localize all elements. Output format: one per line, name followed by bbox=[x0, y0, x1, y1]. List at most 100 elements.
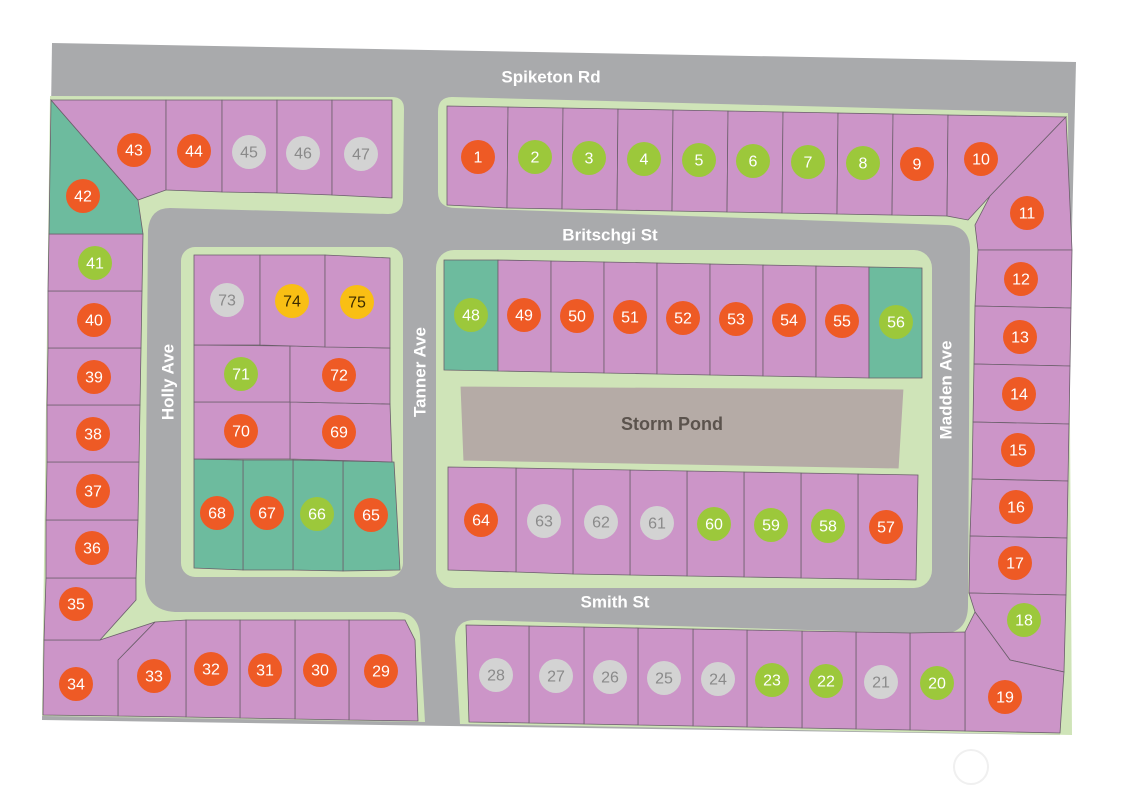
lot-42-marker[interactable]: 42 bbox=[66, 179, 100, 213]
lot-29-number: 29 bbox=[372, 664, 390, 681]
lot-47-marker[interactable]: 47 bbox=[344, 137, 378, 171]
lot-54-marker[interactable]: 54 bbox=[772, 303, 806, 337]
lot-59-number: 59 bbox=[762, 518, 780, 535]
lot-16-marker[interactable]: 16 bbox=[999, 490, 1033, 524]
lot-71-status-dot bbox=[224, 357, 258, 391]
lot-45-marker[interactable]: 45 bbox=[232, 135, 266, 169]
lot-52-number: 52 bbox=[674, 311, 692, 328]
lot-19-marker[interactable]: 19 bbox=[988, 680, 1022, 714]
lot-61-number: 61 bbox=[648, 516, 666, 533]
lot-5-marker[interactable]: 5 bbox=[682, 143, 716, 177]
lot-33-marker[interactable]: 33 bbox=[137, 659, 171, 693]
lot-8-number: 8 bbox=[859, 156, 868, 173]
lot-39-marker[interactable]: 39 bbox=[77, 360, 111, 394]
lot-22-marker[interactable]: 22 bbox=[809, 664, 843, 698]
lot-50-marker[interactable]: 50 bbox=[560, 299, 594, 333]
lot-53-marker[interactable]: 53 bbox=[719, 302, 753, 336]
lot-48-marker[interactable]: 48 bbox=[454, 298, 488, 332]
lot-6-status-dot bbox=[736, 144, 770, 178]
lot-57-marker[interactable]: 57 bbox=[869, 510, 903, 544]
lot-37-marker[interactable]: 37 bbox=[76, 474, 110, 508]
lot-75-marker[interactable]: 75 bbox=[340, 285, 374, 319]
lot-65-marker[interactable]: 65 bbox=[354, 498, 388, 532]
lot-41-marker[interactable]: 41 bbox=[78, 246, 112, 280]
lot-69-marker[interactable]: 69 bbox=[322, 415, 356, 449]
lot-3-marker[interactable]: 3 bbox=[572, 141, 606, 175]
lot-46-marker[interactable]: 46 bbox=[286, 136, 320, 170]
lot-46-status-dot bbox=[286, 136, 320, 170]
lot-38-marker[interactable]: 38 bbox=[76, 417, 110, 451]
lot-72-marker[interactable]: 72 bbox=[322, 358, 356, 392]
lot-58-marker[interactable]: 58 bbox=[811, 509, 845, 543]
lot-21-marker[interactable]: 21 bbox=[864, 665, 898, 699]
lot-56-marker[interactable]: 56 bbox=[879, 305, 913, 339]
lot-10-status-dot bbox=[964, 142, 998, 176]
lot-34-marker[interactable]: 34 bbox=[59, 667, 93, 701]
lot-32-marker[interactable]: 32 bbox=[194, 652, 228, 686]
lot-49-status-dot bbox=[507, 298, 541, 332]
lot-12-marker[interactable]: 12 bbox=[1004, 262, 1038, 296]
lot-30-marker[interactable]: 30 bbox=[303, 653, 337, 687]
lot-3-status-dot bbox=[572, 141, 606, 175]
lot-26-marker[interactable]: 26 bbox=[593, 660, 627, 694]
lot-28-marker[interactable]: 28 bbox=[479, 658, 513, 692]
lot-10-marker[interactable]: 10 bbox=[964, 142, 998, 176]
lot-55-marker[interactable]: 55 bbox=[825, 304, 859, 338]
lot-43-marker[interactable]: 43 bbox=[117, 133, 151, 167]
lot-49-marker[interactable]: 49 bbox=[507, 298, 541, 332]
lot-25-marker[interactable]: 25 bbox=[647, 661, 681, 695]
lot-70-marker[interactable]: 70 bbox=[224, 414, 258, 448]
lot-11-marker[interactable]: 11 bbox=[1010, 196, 1044, 230]
lot-9-marker[interactable]: 9 bbox=[900, 147, 934, 181]
lot-10-parcel[interactable] bbox=[946, 114, 1067, 221]
lot-74-marker[interactable]: 74 bbox=[275, 284, 309, 318]
lot-40-marker[interactable]: 40 bbox=[77, 303, 111, 337]
lot-64-marker[interactable]: 64 bbox=[464, 503, 498, 537]
lot-36-marker[interactable]: 36 bbox=[75, 531, 109, 565]
lot-7-marker[interactable]: 7 bbox=[791, 145, 825, 179]
lot-71-marker[interactable]: 71 bbox=[224, 357, 258, 391]
lot-31-marker[interactable]: 31 bbox=[248, 653, 282, 687]
lot-18-marker[interactable]: 18 bbox=[1007, 603, 1041, 637]
lot-35-marker[interactable]: 35 bbox=[59, 587, 93, 621]
lot-23-marker[interactable]: 23 bbox=[755, 663, 789, 697]
lot-13-number: 13 bbox=[1011, 330, 1029, 347]
lot-13-marker[interactable]: 13 bbox=[1003, 320, 1037, 354]
lot-30-status-dot bbox=[303, 653, 337, 687]
lot-66-status-dot bbox=[300, 497, 334, 531]
lot-60-number: 60 bbox=[705, 517, 723, 534]
lot-61-marker[interactable]: 61 bbox=[640, 506, 674, 540]
lot-17-marker[interactable]: 17 bbox=[998, 546, 1032, 580]
lot-3-number: 3 bbox=[585, 151, 594, 168]
lot-4-marker[interactable]: 4 bbox=[627, 142, 661, 176]
lot-6-marker[interactable]: 6 bbox=[736, 144, 770, 178]
lot-20-marker[interactable]: 20 bbox=[920, 666, 954, 700]
lot-51-marker[interactable]: 51 bbox=[613, 300, 647, 334]
lot-60-marker[interactable]: 60 bbox=[697, 507, 731, 541]
lot-63-marker[interactable]: 63 bbox=[527, 504, 561, 538]
lot-59-marker[interactable]: 59 bbox=[754, 508, 788, 542]
lot-53-status-dot bbox=[719, 302, 753, 336]
lot-36-status-dot bbox=[75, 531, 109, 565]
lot-52-marker[interactable]: 52 bbox=[666, 301, 700, 335]
lot-8-marker[interactable]: 8 bbox=[846, 146, 880, 180]
lot-27-number: 27 bbox=[547, 669, 565, 686]
lot-30-number: 30 bbox=[311, 663, 329, 680]
lot-29-marker[interactable]: 29 bbox=[364, 654, 398, 688]
lot-73-marker[interactable]: 73 bbox=[210, 283, 244, 317]
lot-1-marker[interactable]: 1 bbox=[461, 140, 495, 174]
lot-62-marker[interactable]: 62 bbox=[584, 505, 618, 539]
lot-2-marker[interactable]: 2 bbox=[518, 140, 552, 174]
lot-44-marker[interactable]: 44 bbox=[177, 134, 211, 168]
lot-14-marker[interactable]: 14 bbox=[1002, 377, 1036, 411]
lot-15-marker[interactable]: 15 bbox=[1001, 433, 1035, 467]
lot-67-marker[interactable]: 67 bbox=[250, 496, 284, 530]
lot-66-marker[interactable]: 66 bbox=[300, 497, 334, 531]
lot-11-parcel[interactable] bbox=[974, 116, 1073, 251]
lot-61-status-dot bbox=[640, 506, 674, 540]
lot-23-number: 23 bbox=[763, 673, 781, 690]
lot-24-marker[interactable]: 24 bbox=[701, 662, 735, 696]
lot-73-status-dot bbox=[210, 283, 244, 317]
lot-68-marker[interactable]: 68 bbox=[200, 496, 234, 530]
lot-27-marker[interactable]: 27 bbox=[539, 659, 573, 693]
